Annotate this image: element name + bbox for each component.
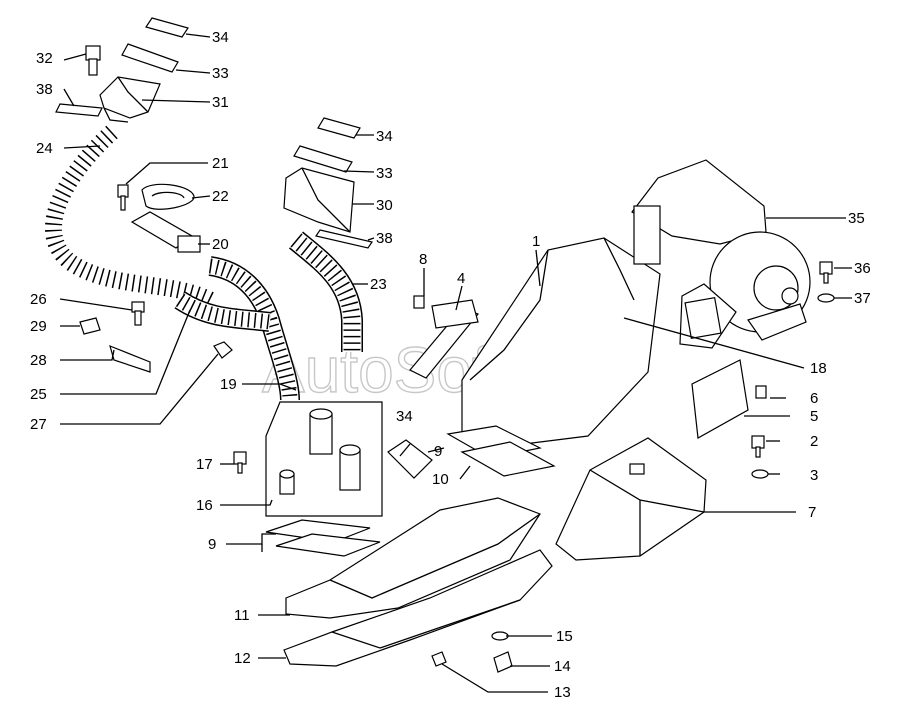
callout-5: 5 [810,408,818,425]
callout-12: 12 [234,650,251,667]
callout-11: 11 [234,607,250,624]
callout-18: 18 [810,360,827,377]
callout-4: 4 [457,270,465,287]
callout-3: 3 [810,467,818,484]
callout-9-a: 9 [434,443,442,460]
callout-38-a: 38 [36,81,53,98]
hose-middle [174,256,300,401]
callout-34-b: 34 [376,128,393,145]
callout-26: 26 [30,291,47,308]
hose-right [288,231,363,352]
callout-1: 1 [532,233,540,250]
callout-6: 6 [810,390,818,407]
callout-30: 30 [376,197,393,214]
callout-22: 22 [212,188,229,205]
callout-14: 14 [554,658,571,675]
vent-nozzle-left [55,17,189,123]
callout-27: 27 [30,416,47,433]
callout-23: 23 [370,276,387,293]
gaskets [446,425,556,477]
vent-nozzle-right [283,117,373,249]
callout-24: 24 [36,140,53,157]
callout-labels: 34 33 31 32 38 24 21 22 20 34 33 30 38 2… [30,29,871,701]
callout-28: 28 [30,352,47,369]
callout-7: 7 [808,504,816,521]
small-fittings-left [79,301,247,474]
callout-21: 21 [212,155,229,172]
callout-33-a: 33 [212,65,229,82]
callout-9-b: 9 [208,536,216,553]
callout-25: 25 [30,386,47,403]
callout-35: 35 [848,210,865,227]
callout-33-b: 33 [376,165,393,182]
hose-left [44,124,215,309]
callout-36: 36 [854,260,871,277]
hardware-right [751,261,835,479]
callout-13: 13 [554,684,571,701]
callout-32: 32 [36,50,53,67]
heater-housing [409,237,661,447]
side-cover [691,359,767,439]
callout-20: 20 [212,236,229,253]
callout-17: 17 [196,456,213,473]
callout-19: 19 [220,376,237,393]
lower-cover [555,437,707,561]
distributor-block [265,401,433,557]
callout-16: 16 [196,497,213,514]
callout-31: 31 [212,94,229,111]
callout-15: 15 [556,628,573,645]
blower-motor [631,159,811,349]
callout-10: 10 [432,471,449,488]
floor-ducts [283,497,553,673]
leader-lines [59,33,852,693]
callout-37: 37 [854,290,871,307]
callout-29: 29 [30,318,47,335]
callout-34-c: 34 [396,408,413,425]
callout-38-b: 38 [376,230,393,247]
callout-8: 8 [419,251,427,268]
callout-34-a: 34 [212,29,229,46]
callout-2: 2 [810,433,818,450]
bracket-assembly-20-22 [117,183,201,253]
